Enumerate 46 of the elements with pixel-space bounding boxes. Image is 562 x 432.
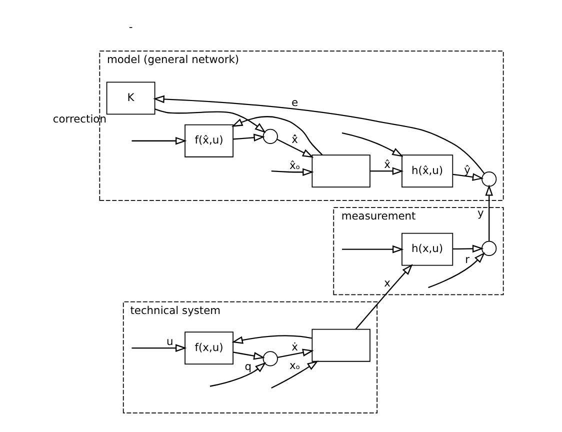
edge-label: u xyxy=(166,335,173,348)
node-circle xyxy=(262,128,278,144)
arrow xyxy=(484,184,493,242)
arrow xyxy=(131,136,186,145)
arrow xyxy=(152,95,484,174)
node-circle xyxy=(262,351,278,366)
node-box xyxy=(311,328,370,362)
arrow xyxy=(452,244,484,253)
edge-label: ẋ xyxy=(291,340,298,354)
arrow xyxy=(342,245,404,254)
arrow xyxy=(428,252,485,288)
node-box: f(x̂,u) xyxy=(184,124,233,158)
arrow xyxy=(270,168,314,176)
arrow xyxy=(131,344,186,352)
edge-label: r xyxy=(464,253,470,266)
arrow xyxy=(341,132,403,157)
node-label: correction xyxy=(52,112,106,126)
edge-label: x xyxy=(384,276,390,290)
arrow xyxy=(277,348,314,358)
edge-label: e xyxy=(291,96,298,109)
arrow xyxy=(270,360,318,389)
arrow xyxy=(231,335,312,344)
arrow xyxy=(209,362,266,387)
arrow xyxy=(232,352,264,360)
node-box: K xyxy=(106,82,155,115)
node-circle xyxy=(481,240,496,256)
arrow xyxy=(276,138,314,158)
arrow xyxy=(354,264,412,330)
node-box: f(x,u) xyxy=(184,332,233,364)
arrow xyxy=(232,134,264,142)
edge-label: x̂̇ xyxy=(291,133,298,146)
edge-label: q xyxy=(244,360,252,373)
node-box: h(x̂,u) xyxy=(401,154,453,188)
node-box xyxy=(311,154,370,188)
edge-label: ŷ xyxy=(464,163,470,176)
arrow xyxy=(452,173,484,181)
arrow xyxy=(230,116,322,156)
label: - xyxy=(128,20,132,34)
edge-label: y xyxy=(477,206,484,220)
node-circle xyxy=(481,172,496,187)
edge-label: x̂ₒ xyxy=(288,158,300,172)
edge-label: x̂ xyxy=(384,158,390,172)
edge-label: xₒ xyxy=(288,359,300,372)
arrow xyxy=(154,108,266,134)
arrow xyxy=(370,167,404,176)
node-box: h(x,u) xyxy=(401,232,453,266)
